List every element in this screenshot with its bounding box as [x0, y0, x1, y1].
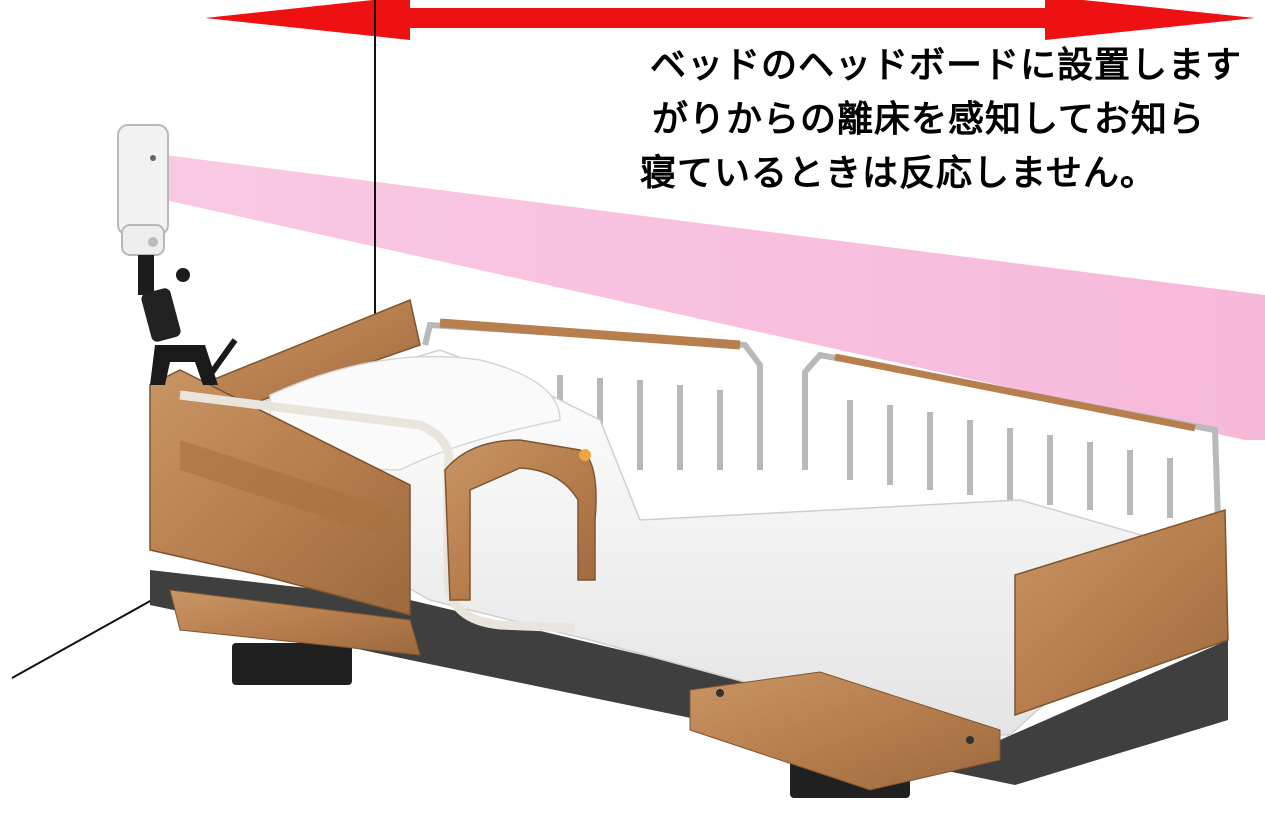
care-bed [149, 298, 1229, 798]
footboard [1014, 508, 1229, 717]
assist-rail [179, 390, 576, 633]
sensor-beam [165, 155, 1265, 440]
assist-grip [444, 439, 597, 601]
base-block-left [169, 589, 421, 656]
bed-sensor-device [117, 124, 238, 385]
pointer-line-base [11, 599, 153, 679]
caption-line-3: 寝ているときは反応しません。 [640, 153, 1157, 194]
range-arrow-icon [205, 0, 1255, 40]
caption-line-2: がりからの離床を感知してお知ら [652, 99, 1205, 140]
base-block-right [689, 671, 1001, 791]
bed-foot-pad [232, 643, 352, 685]
caption-line-1: ベッドのヘッドボードに設置します [650, 45, 1243, 86]
